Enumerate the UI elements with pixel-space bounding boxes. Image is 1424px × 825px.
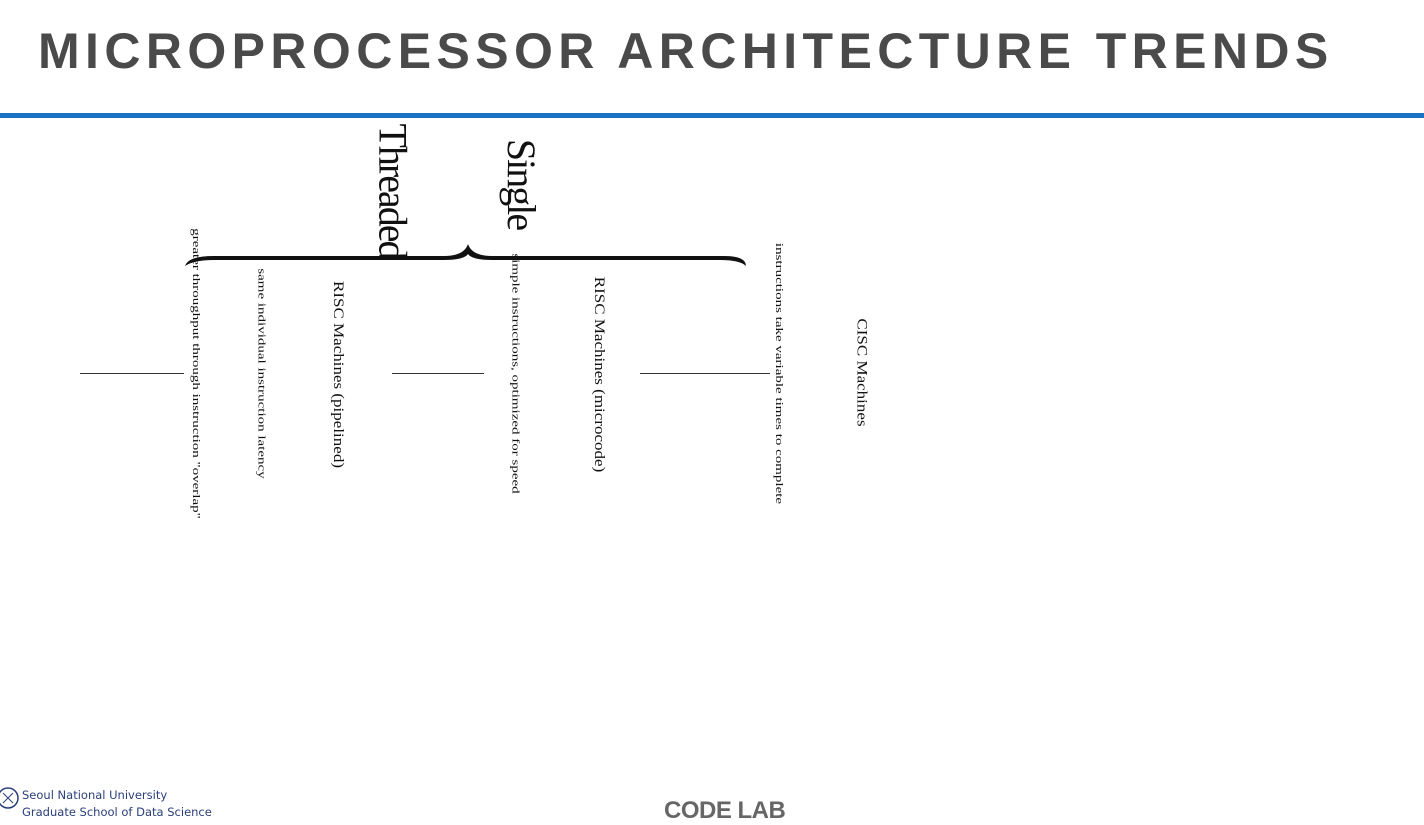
node-risc-microcode-label: RISC Machines (microcode) bbox=[591, 276, 608, 473]
university-name: Seoul National University bbox=[22, 788, 168, 802]
node-risc-microcode-description: simple instructions, optimized for speed bbox=[509, 253, 522, 494]
node-risc-pipelined-description-2: greater throughput through instruction "… bbox=[190, 228, 202, 519]
footer-codelab: CODE LAB bbox=[664, 797, 786, 824]
connector-line bbox=[80, 373, 184, 374]
brace-shape bbox=[185, 244, 746, 266]
connector-line bbox=[392, 373, 484, 374]
slide-title: MICROPROCESSOR ARCHITECTURE TRENDS bbox=[38, 23, 1334, 79]
header-line-threaded: Threaded bbox=[370, 123, 416, 259]
node-risc-pipelined-description: same individual instruction latency bbox=[255, 268, 268, 479]
university-emblem-icon bbox=[0, 787, 19, 809]
header-line-single: Single bbox=[499, 138, 545, 230]
node-risc-pipelined-label: RISC Machines (pipelined) bbox=[330, 281, 347, 468]
school-name: Graduate School of Data Science bbox=[22, 805, 212, 819]
node-cisc-label: CISC Machines bbox=[853, 318, 871, 427]
node-cisc-description: instructions take variable times to comp… bbox=[773, 242, 785, 505]
title-rule bbox=[0, 113, 1424, 118]
connector-line bbox=[640, 373, 770, 374]
